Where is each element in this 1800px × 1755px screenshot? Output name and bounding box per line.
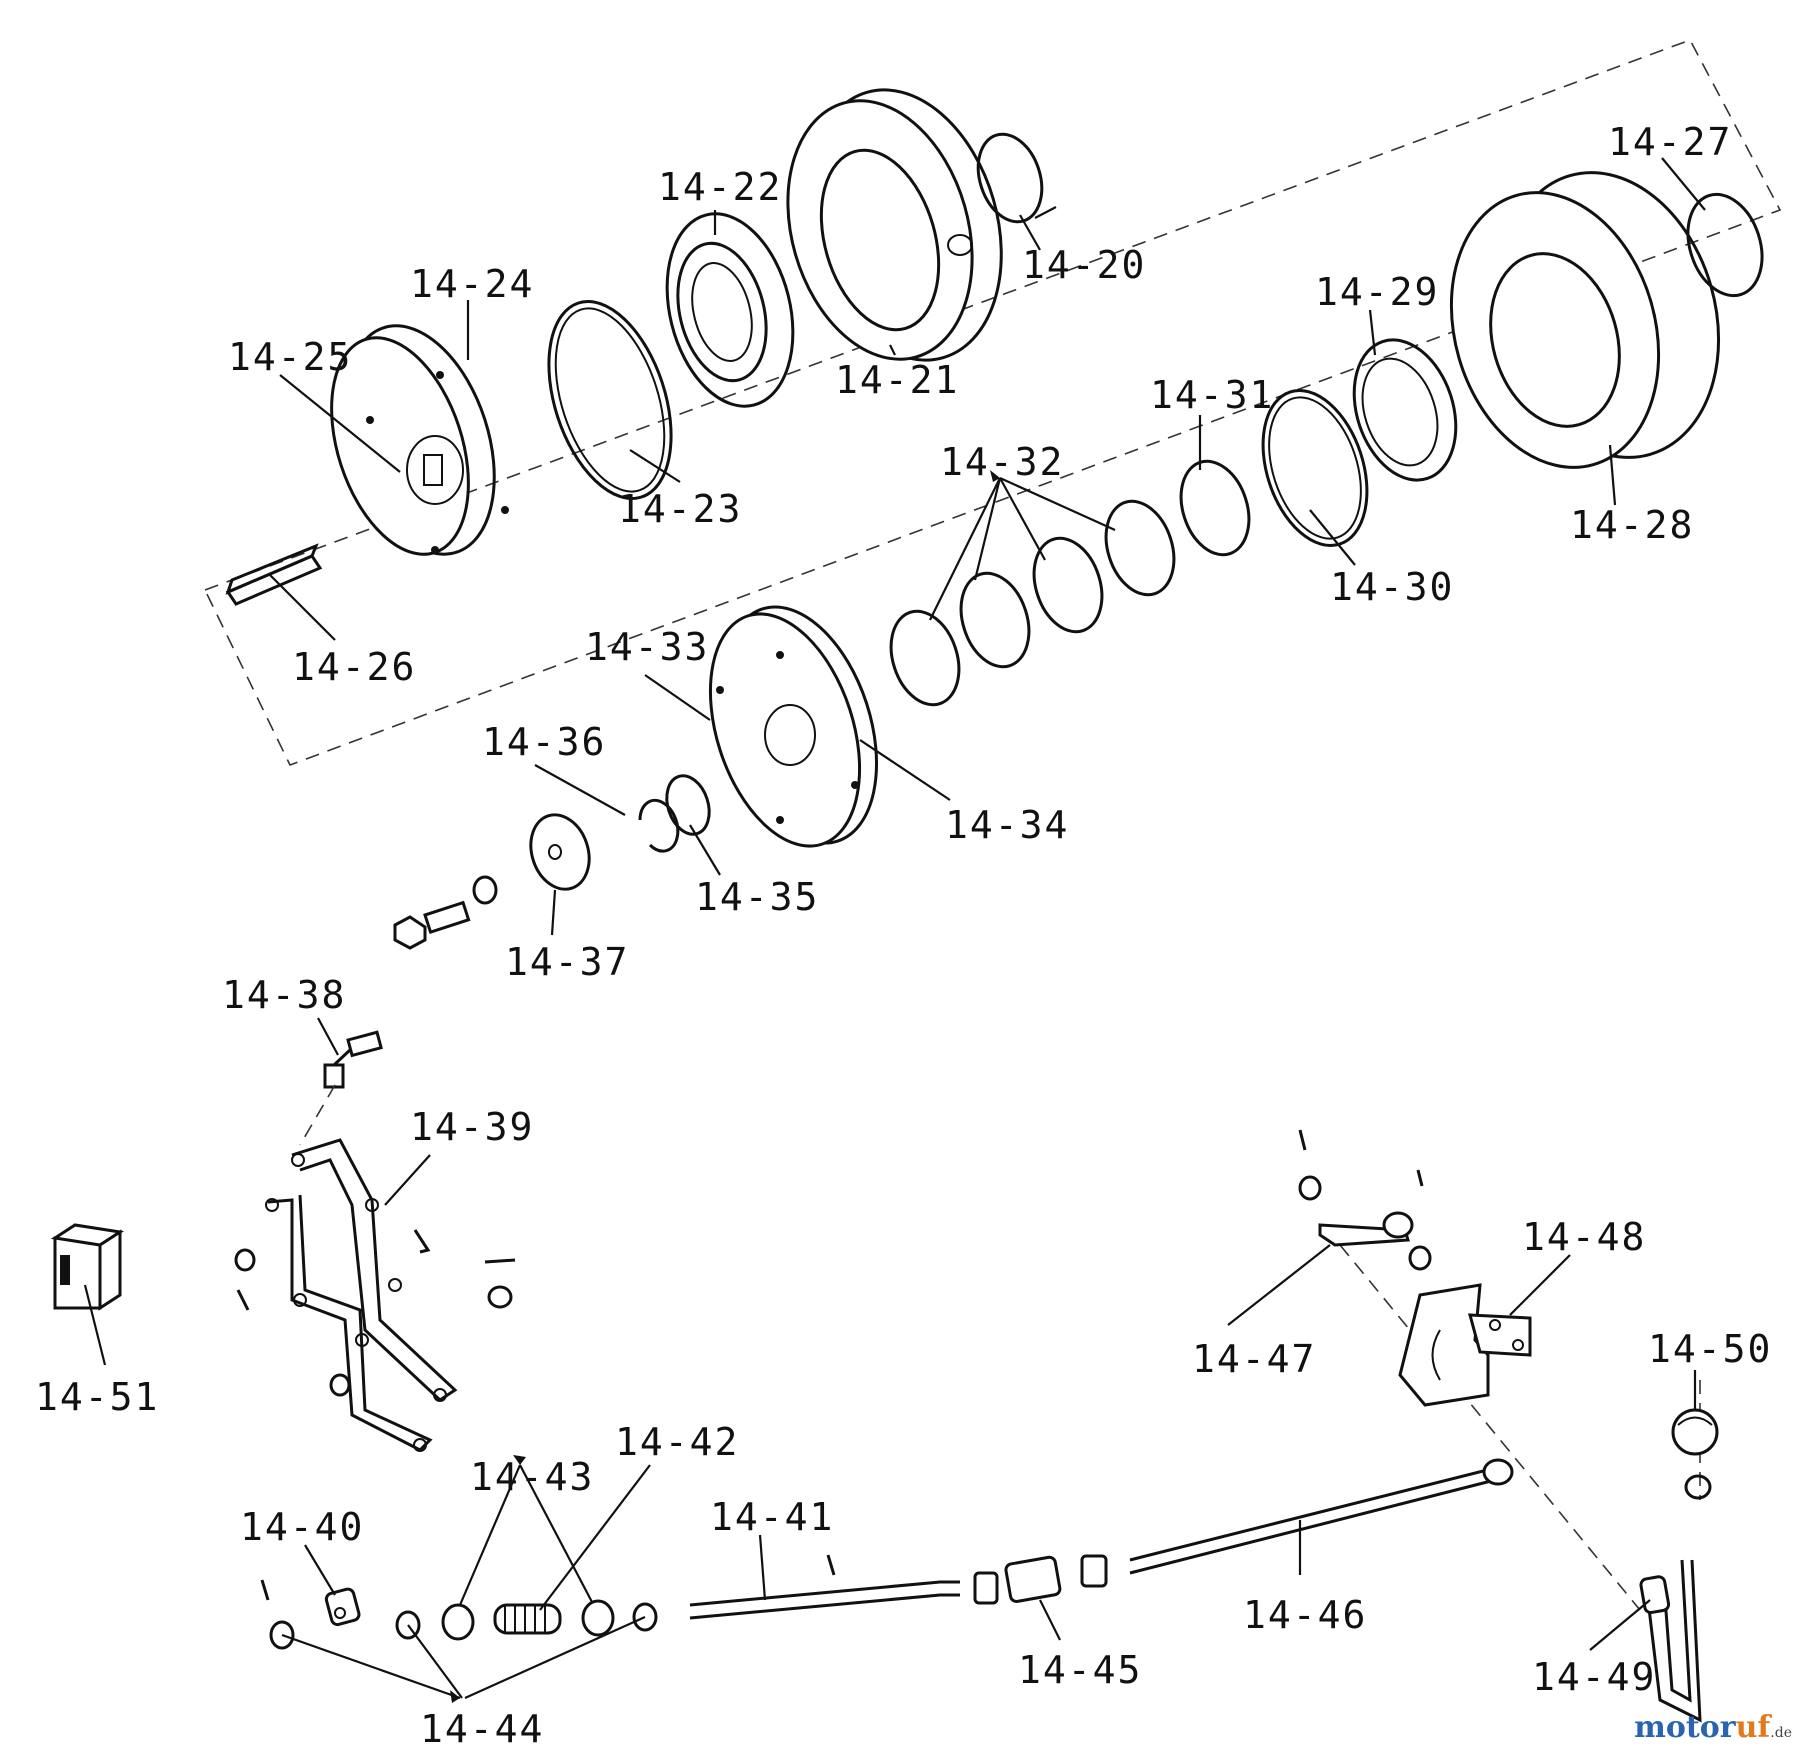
shim-ring-set (889, 499, 1176, 707)
label-14-47: 14-47 (1192, 1337, 1316, 1381)
part-labels: 14-20 14-21 14-22 14-23 14-24 14-25 14-2… (35, 120, 1772, 1751)
lever-part (1298, 1129, 1432, 1271)
control-rod-part (689, 1554, 960, 1620)
washer-set (269, 1602, 658, 1650)
label-14-40: 14-40 (240, 1505, 364, 1549)
watermark-logo: motoruf.de (1634, 1710, 1792, 1745)
watermark-brand-a: motor (1634, 1710, 1736, 1745)
label-14-27: 14-27 (1608, 120, 1732, 164)
label-14-49: 14-49 (1532, 1655, 1656, 1699)
label-14-21: 14-21 (835, 358, 959, 402)
spacer-ring-part (1261, 388, 1369, 548)
ring-part (547, 300, 673, 500)
bracket-fasteners (234, 1229, 516, 1397)
label-14-42: 14-42 (615, 1420, 739, 1464)
leader-lines (83, 157, 1706, 1700)
label-14-32: 14-32 (940, 440, 1064, 484)
watermark-suffix: .de (1770, 1725, 1792, 1741)
long-rod-part (1129, 1458, 1514, 1575)
drum-part (1449, 171, 1721, 469)
label-14-30: 14-30 (1330, 565, 1454, 609)
label-14-26: 14-26 (292, 645, 416, 689)
label-14-50: 14-50 (1648, 1327, 1772, 1371)
needle-bearing-part (1352, 338, 1458, 482)
label-14-44: 14-44 (420, 1707, 544, 1751)
spring-part (493, 1603, 562, 1635)
coupler-part (973, 1554, 1108, 1605)
bolt (393, 900, 471, 950)
alignment-line-1 (299, 1084, 336, 1146)
washer (472, 875, 498, 905)
grease-fitting-part (323, 1030, 383, 1089)
snap-ring-part (665, 774, 711, 836)
roller-bearing-part (665, 212, 795, 408)
shift-lever-part (1639, 1559, 1702, 1723)
label-14-37: 14-37 (505, 940, 629, 984)
assembly-boundary (203, 39, 1782, 767)
mounting-plate-part (1398, 1283, 1532, 1407)
housing-part (786, 88, 1003, 362)
label-14-51: 14-51 (35, 1375, 159, 1419)
label-14-45: 14-45 (1018, 1648, 1142, 1692)
label-14-39: 14-39 (410, 1105, 534, 1149)
label-14-35: 14-35 (695, 875, 819, 919)
label-14-24: 14-24 (410, 262, 534, 306)
label-14-25: 14-25 (228, 335, 352, 379)
label-14-36: 14-36 (482, 720, 606, 764)
switch-block-part (50, 1223, 125, 1311)
hub-plate-part (330, 324, 509, 556)
label-14-28: 14-28 (1570, 503, 1694, 547)
knob-part (1671, 1408, 1719, 1500)
label-14-23: 14-23 (618, 487, 742, 531)
label-14-48: 14-48 (1522, 1215, 1646, 1259)
pin-part (260, 1579, 361, 1627)
flange-part (708, 605, 879, 848)
label-14-20: 14-20 (1022, 243, 1146, 287)
shim-ring-part (1179, 459, 1251, 557)
bracket-part (265, 1138, 458, 1452)
leader-arrowheads (450, 470, 1000, 1703)
label-14-43: 14-43 (470, 1455, 594, 1499)
end-ring-part (1686, 192, 1764, 298)
label-14-31: 14-31 (1150, 373, 1274, 417)
label-14-34: 14-34 (945, 803, 1069, 847)
label-14-46: 14-46 (1243, 1593, 1367, 1637)
bushing-set (441, 1599, 615, 1641)
alignment-line-2 (1339, 1244, 1641, 1611)
label-14-38: 14-38 (222, 973, 346, 1017)
label-14-22: 14-22 (658, 165, 782, 209)
watermark-brand-b: uf (1735, 1710, 1771, 1745)
label-14-33: 14-33 (585, 625, 709, 669)
label-14-41: 14-41 (710, 1495, 834, 1539)
circlip-part (638, 798, 680, 853)
key-part (225, 543, 323, 606)
label-14-29: 14-29 (1315, 270, 1439, 314)
end-cap-part (529, 813, 591, 891)
